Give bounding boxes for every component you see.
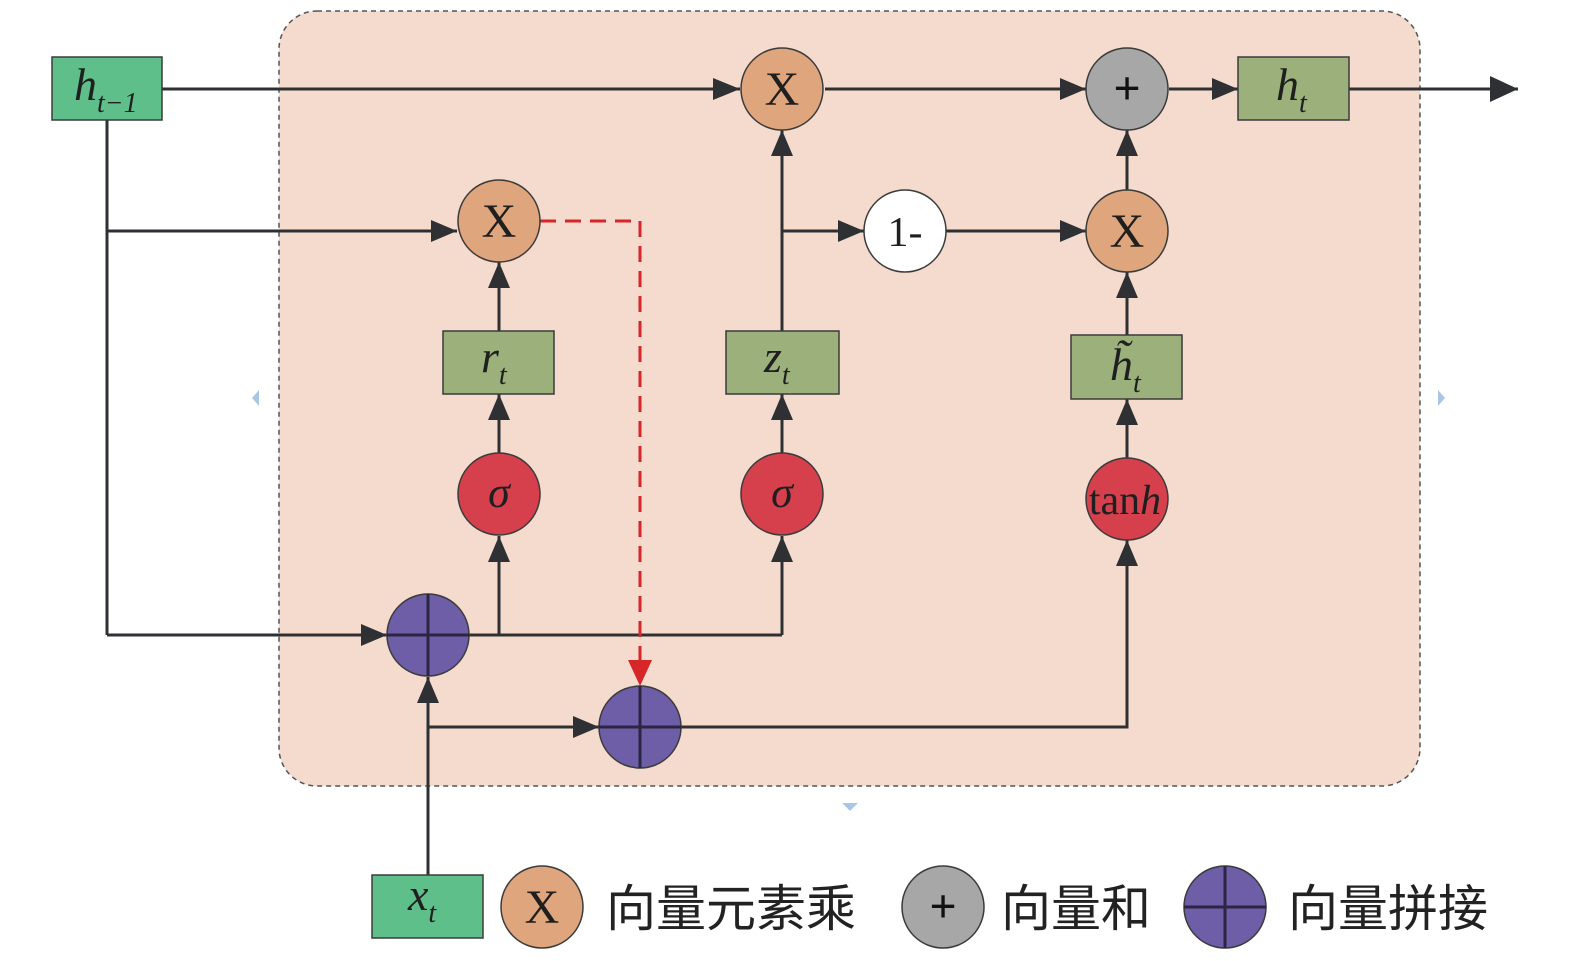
- update-multiply-node: X: [1085, 189, 1169, 273]
- z-t-box: zt: [725, 330, 840, 395]
- legend-multiply-label: 向量元素乘: [606, 880, 856, 938]
- h-prev-sub: t−1: [97, 88, 138, 119]
- legend-multiply-symbol: X: [525, 881, 560, 934]
- r-t-sub: t: [499, 360, 508, 391]
- legend-multiply: X 向量元素乘: [500, 865, 856, 949]
- svg-text:zt: zt: [763, 331, 791, 391]
- z-t-sub: t: [782, 360, 791, 391]
- h-tilde-main: h̃: [1110, 339, 1134, 390]
- update-multiply-symbol: X: [1110, 205, 1145, 258]
- svg-text:ht: ht: [1276, 59, 1308, 119]
- legend-concat-label: 向量拼接: [1288, 880, 1488, 938]
- svg-text:ht−1: ht−1: [74, 59, 138, 119]
- sigma-update-symbol: σ: [771, 468, 795, 517]
- svg-text:tanh: tanh: [1089, 478, 1161, 524]
- legend-concat: 向量拼接: [1183, 865, 1488, 949]
- svg-text:h̃t: h̃t: [1110, 339, 1142, 399]
- h-prev-box: ht−1: [51, 56, 163, 121]
- legend: X 向量元素乘 + 向量和 向量拼接: [500, 865, 1488, 949]
- x-t-box: xt: [371, 869, 484, 939]
- tanh-node: tanh: [1085, 457, 1169, 541]
- x-t-sub: t: [428, 898, 437, 929]
- z-t-main: z: [763, 331, 782, 382]
- legend-add-label: 向量和: [1001, 880, 1151, 938]
- r-t-box: rt: [442, 330, 555, 395]
- reset-multiply-node: X: [457, 179, 541, 263]
- sigma-update-node: σ: [740, 452, 824, 536]
- one-minus-node: 1-: [863, 189, 947, 273]
- top-multiply-symbol: X: [765, 63, 800, 116]
- legend-add: + 向量和: [901, 865, 1151, 949]
- x-t-main: x: [407, 869, 429, 920]
- h-prev-main: h: [74, 59, 97, 110]
- left-decoration: [252, 390, 259, 406]
- sigma-reset-symbol: σ: [488, 468, 512, 517]
- tanh-italic: h: [1140, 478, 1161, 524]
- h-t-sub: t: [1299, 88, 1308, 119]
- sigma-reset-node: σ: [457, 452, 541, 536]
- tanh-prefix: tan: [1089, 478, 1140, 524]
- reset-multiply-symbol: X: [482, 195, 517, 248]
- h-t-box: ht: [1237, 56, 1350, 121]
- bottom-decoration: [842, 803, 858, 811]
- add-symbol: +: [1113, 62, 1140, 115]
- one-minus-label: 1-: [888, 210, 923, 256]
- concat-node-1: [386, 593, 470, 677]
- svg-text:xt: xt: [407, 869, 437, 929]
- right-decoration: [1438, 390, 1445, 406]
- add-node: +: [1085, 47, 1169, 131]
- concat-node-2: [598, 685, 682, 769]
- h-tilde-box: h̃t: [1070, 334, 1183, 400]
- r-t-main: r: [481, 331, 500, 382]
- legend-add-symbol: +: [929, 880, 956, 933]
- h-t-main: h: [1276, 59, 1299, 110]
- top-multiply-node: X: [740, 47, 824, 131]
- svg-text:rt: rt: [481, 331, 508, 391]
- connections: [105, 76, 1518, 875]
- h-tilde-sub: t: [1133, 368, 1142, 399]
